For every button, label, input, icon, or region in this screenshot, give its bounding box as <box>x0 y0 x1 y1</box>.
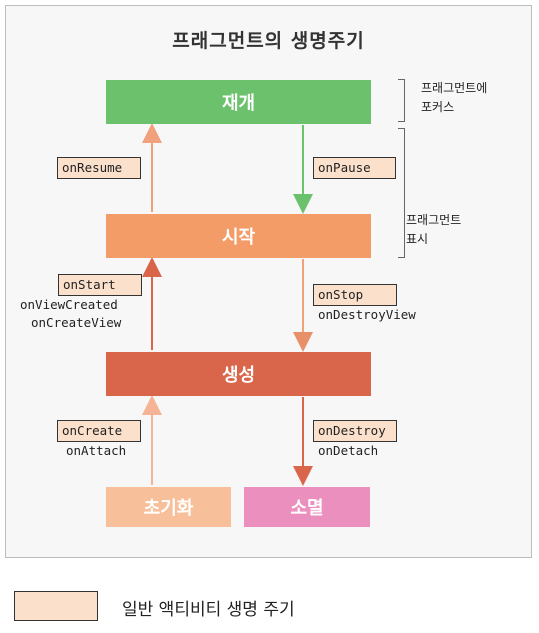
callback-on-attach: onAttach <box>66 443 127 458</box>
state-resumed: 재개 <box>106 80 371 124</box>
state-created: 생성 <box>106 352 371 396</box>
callback-on-destroy: onDestroy <box>313 420 397 442</box>
callback-on-stop: onStop <box>313 284 397 306</box>
callback-on-resume: onResume <box>57 157 141 179</box>
callback-on-pause: onPause <box>313 157 396 179</box>
visible-bracket <box>398 128 405 258</box>
diagram-title: 프래그먼트의 생명주기 <box>172 30 365 52</box>
callback-on-destroy-view: onDestroyView <box>318 307 416 322</box>
legend-swatch <box>14 591 98 621</box>
state-destroyed: 소멸 <box>244 487 370 527</box>
state-started: 시작 <box>106 214 371 258</box>
callback-on-start: onStart <box>58 274 142 296</box>
state-initialized: 초기화 <box>106 487 231 527</box>
focus-label-line1: 프래그먼트에 <box>421 81 488 95</box>
legend-label: 일반 액티비티 생명 주기 <box>122 600 295 620</box>
callback-on-create: onCreate <box>57 420 141 442</box>
callback-on-detach: onDetach <box>318 443 379 458</box>
focus-bracket <box>398 79 405 122</box>
focus-label-line2: 포커스 <box>421 100 455 114</box>
visible-label-line1: 프래그먼트 <box>406 213 462 227</box>
visible-label-line2: 표시 <box>406 232 429 246</box>
callback-on-view-created: onViewCreated <box>20 297 118 312</box>
callback-on-create-view: onCreateView <box>31 315 122 330</box>
